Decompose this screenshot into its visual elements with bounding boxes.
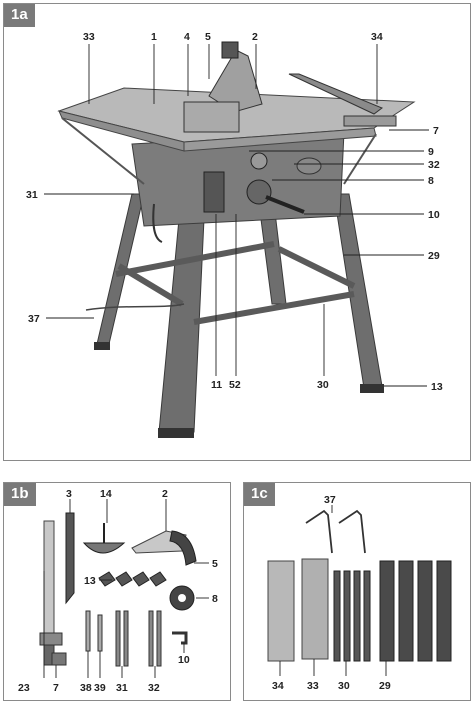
callout-29: 29 xyxy=(428,250,440,262)
callout-10: 10 xyxy=(178,654,190,666)
callout-29: 29 xyxy=(379,680,391,692)
callout-1: 1 xyxy=(151,31,157,43)
callout-13: 13 xyxy=(431,381,443,393)
figure-1c-panel: 1c 37 34 33 30 29 xyxy=(243,482,471,701)
blade-guard-mount xyxy=(82,542,126,554)
callout-39: 39 xyxy=(94,682,106,694)
foot-right xyxy=(360,384,384,393)
callout-37: 37 xyxy=(324,494,336,506)
callout-34: 34 xyxy=(371,31,383,43)
foot-front xyxy=(158,428,194,438)
holder-hook xyxy=(338,509,366,554)
table-extension-34 xyxy=(267,560,295,662)
table-extension-33 xyxy=(301,558,329,660)
callout-8: 8 xyxy=(212,593,218,605)
callout-2: 2 xyxy=(252,31,258,43)
figure-1c-tag: 1c xyxy=(244,483,275,506)
figure-1b-panel: 1b xyxy=(3,482,231,701)
table-saw-illustration: 33 1 4 5 2 34 7 9 32 8 31 10 29 37 11 52… xyxy=(26,31,443,438)
figure-1b-tag: 1b xyxy=(4,483,36,506)
callout-7: 7 xyxy=(53,682,59,694)
foot-left xyxy=(94,342,110,350)
callout-30: 30 xyxy=(338,680,350,692)
callout-34: 34 xyxy=(272,680,284,692)
crank-handle xyxy=(172,631,188,645)
callout-9: 9 xyxy=(428,146,434,158)
callout-4: 4 xyxy=(184,31,190,43)
callout-7: 7 xyxy=(433,125,439,137)
callout-3: 3 xyxy=(66,488,72,500)
parallel-stop xyxy=(43,520,55,640)
holder-hook xyxy=(305,509,333,554)
callout-30: 30 xyxy=(317,379,329,391)
callout-11: 11 xyxy=(211,379,222,391)
rip-fence xyxy=(288,73,384,115)
accessories-1c-illustration: 37 34 33 30 29 xyxy=(267,494,452,692)
callout-23: 23 xyxy=(18,682,30,694)
callout-32: 32 xyxy=(428,159,440,171)
callout-33: 33 xyxy=(83,31,95,43)
height-handwheel xyxy=(246,179,272,205)
callout-14: 14 xyxy=(100,488,112,500)
callout-31: 31 xyxy=(26,189,38,201)
callout-37: 37 xyxy=(28,313,40,325)
callout-52: 52 xyxy=(229,379,241,391)
callout-5: 5 xyxy=(212,558,218,570)
callout-2: 2 xyxy=(162,488,168,500)
figure-1a-panel: 1a xyxy=(3,3,471,461)
accessories-1b-illustration: 3 14 2 5 13 8 10 23 7 38 39 31 32 xyxy=(18,488,218,694)
callout-8: 8 xyxy=(428,175,434,187)
switch-box xyxy=(203,171,225,213)
leg-braces xyxy=(115,241,356,325)
callout-31: 31 xyxy=(116,682,128,694)
callout-33: 33 xyxy=(307,680,319,692)
callout-32: 32 xyxy=(148,682,160,694)
callout-5: 5 xyxy=(205,31,211,43)
callout-13: 13 xyxy=(84,575,96,587)
callout-38: 38 xyxy=(80,682,92,694)
mitre-gauge xyxy=(183,101,240,133)
callout-10: 10 xyxy=(428,209,440,221)
riving-knife xyxy=(65,512,75,605)
figure-1a-tag: 1a xyxy=(4,4,35,27)
